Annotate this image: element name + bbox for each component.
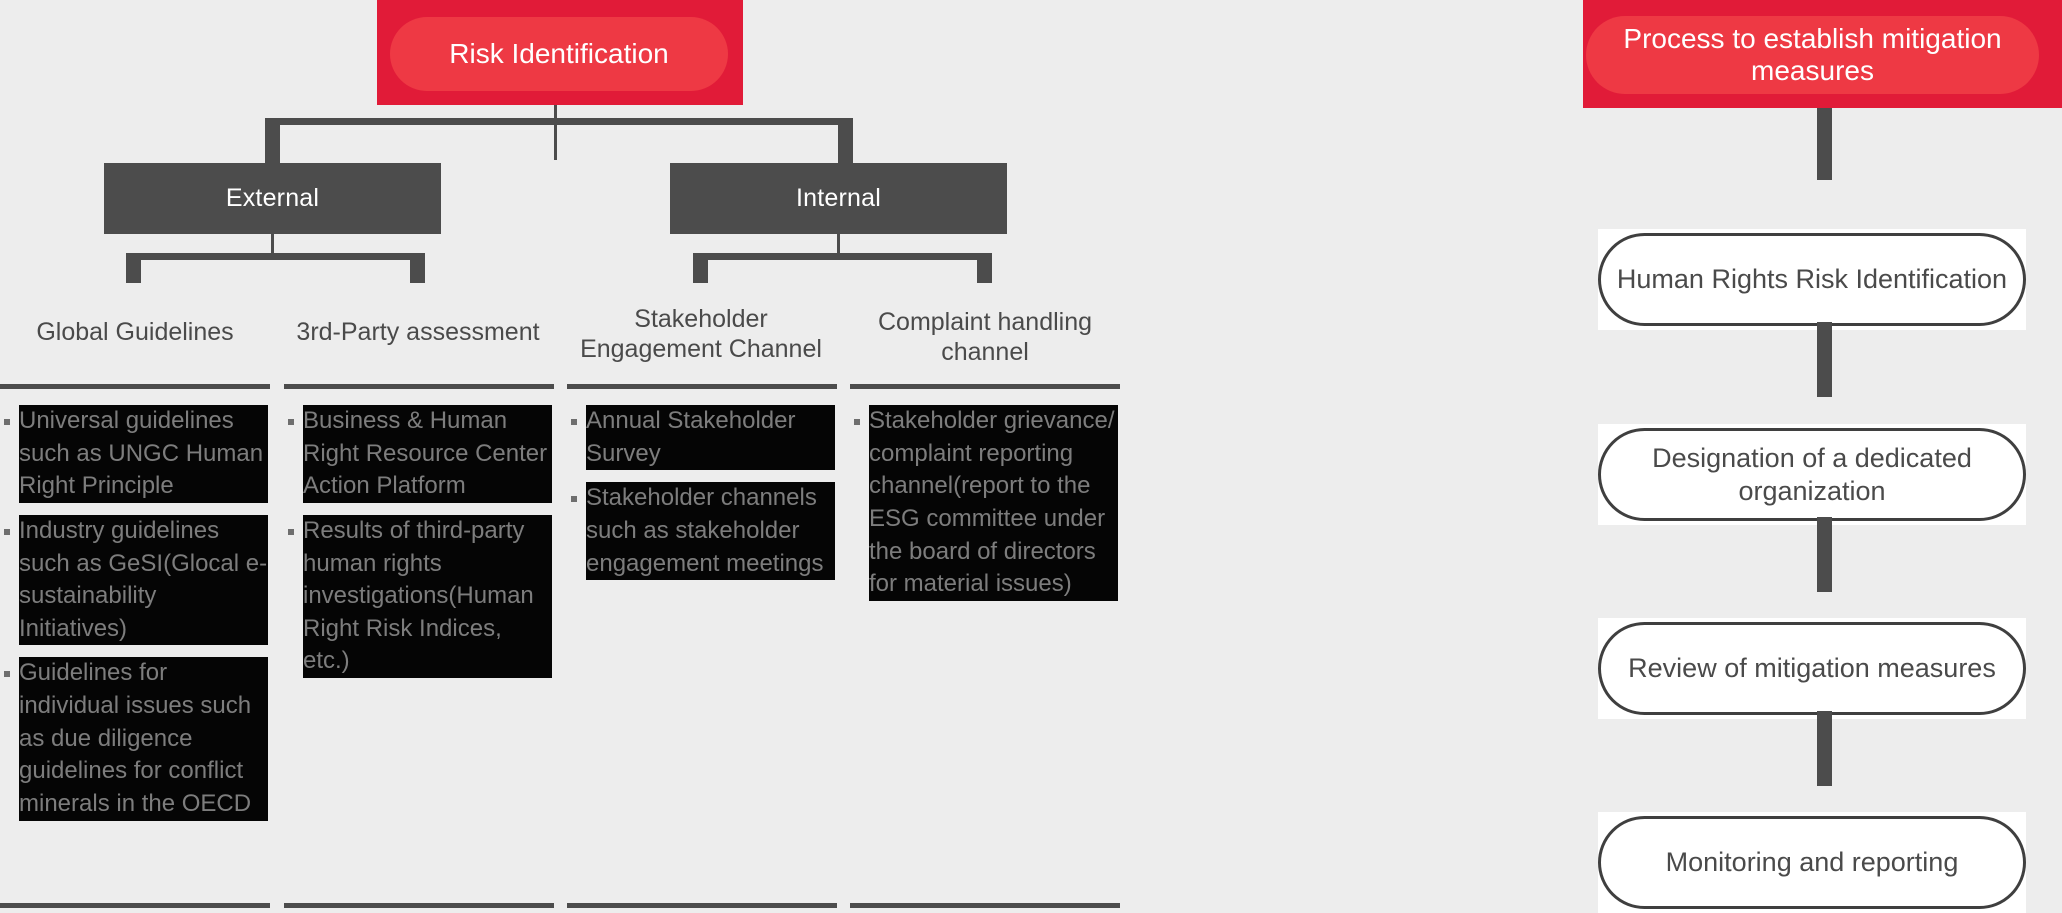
bullet-dot-icon <box>288 419 294 425</box>
connector-stem-internal <box>838 118 853 163</box>
flow-connector-3 <box>1817 711 1832 786</box>
column-rule-4 <box>850 384 1120 389</box>
category-label-internal: Internal <box>796 184 881 212</box>
bullet-text: Annual Stakeholder Survey <box>586 405 835 471</box>
connector-horizontal-bar <box>271 118 846 125</box>
bullet-text: Business & Human Right Resource Center A… <box>303 405 552 503</box>
flow-step-3[interactable]: Review of mitigation measures <box>1598 618 2026 719</box>
category-label-external: External <box>225 184 320 212</box>
column-heading-stakeholder-channel: Stakeholder Engagement Channel <box>576 305 826 385</box>
flow-step-2[interactable]: Designation of a dedicated organization <box>1598 424 2026 525</box>
bullet-item: Annual Stakeholder Survey <box>571 405 835 471</box>
bullet-column-complaint-channel: Stakeholder grievance/ complaint reporti… <box>854 405 1118 613</box>
flow-step-label: Designation of a dedicated organization <box>1652 443 1972 506</box>
column-heading-third-party: 3rd-Party assessment <box>293 318 543 388</box>
bullet-dot-icon <box>4 671 10 678</box>
bullet-item: Industry guidelines such as GeSI(Glocal … <box>4 514 268 646</box>
flow-connector-1 <box>1817 322 1832 397</box>
flow-step-pill: Review of mitigation measures <box>1598 622 2026 715</box>
column-rule-2 <box>284 384 554 389</box>
connector-stem-third-party <box>410 253 425 283</box>
column-heading-global-guidelines: Global Guidelines <box>10 318 260 388</box>
bullet-dot-icon <box>571 496 577 503</box>
bullet-text: Results of third-party human rights inve… <box>303 514 552 678</box>
bullet-text: Stakeholder grievance/ complaint reporti… <box>869 405 1118 601</box>
column-heading-text: Stakeholder Engagement Channel <box>580 305 822 363</box>
column-heading-complaint-channel: Complaint handling channel <box>860 308 1110 388</box>
connector-internal-bar <box>700 253 985 260</box>
connector-trunk-vertical <box>554 105 557 160</box>
flow-step-1[interactable]: Human Rights Risk Identification <box>1598 229 2026 330</box>
bullet-item: Results of third-party human rights inve… <box>288 514 552 678</box>
flow-step-pill: Monitoring and reporting <box>1598 816 2026 909</box>
bullet-dot-icon <box>571 419 577 425</box>
flow-connector-0 <box>1817 108 1832 180</box>
column-rule-bottom-1 <box>0 903 270 908</box>
connector-external-bar <box>133 253 418 260</box>
column-rule-3 <box>567 384 837 389</box>
connector-stem-complaint-channel <box>977 253 992 283</box>
flow-connector-2 <box>1817 517 1832 592</box>
bullet-text: Stakeholder channels such as stakeholder… <box>586 482 835 581</box>
connector-stem-global-guidelines <box>126 253 141 283</box>
column-rule-1 <box>0 384 270 389</box>
bullet-dot-icon <box>854 419 860 425</box>
column-rule-bottom-3 <box>567 903 837 908</box>
flow-step-pill: Human Rights Risk Identification <box>1598 233 2026 326</box>
flow-step-label: Review of mitigation measures <box>1628 653 1996 684</box>
bullet-dot-icon <box>288 528 294 535</box>
column-heading-text: Global Guidelines <box>36 318 234 346</box>
connector-stem-stakeholder-channel <box>693 253 708 283</box>
bullet-item: Stakeholder channels such as stakeholder… <box>571 482 835 581</box>
flow-step-label: Monitoring and reporting <box>1665 847 1959 878</box>
flow-step-pill: Designation of a dedicated organization <box>1598 428 2026 521</box>
flow-step-label: Human Rights Risk Identification <box>1616 264 2008 295</box>
category-box-internal[interactable]: Internal <box>670 163 1007 234</box>
bullet-dot-icon <box>4 528 10 535</box>
bullet-text: Universal guidelines such as UNGC Human … <box>19 405 268 503</box>
bullet-column-global-guidelines: Universal guidelines such as UNGC Human … <box>4 405 268 833</box>
risk-identification-title: Risk Identification <box>449 37 669 69</box>
column-rule-bottom-2 <box>284 903 554 908</box>
category-box-external[interactable]: External <box>104 163 441 234</box>
bullet-column-third-party: Business & Human Right Resource Center A… <box>288 405 552 690</box>
connector-external-drop <box>271 234 274 260</box>
bullet-item: Business & Human Right Resource Center A… <box>288 405 552 503</box>
bullet-text: Industry guidelines such as GeSI(Glocal … <box>19 514 268 646</box>
risk-identification-banner[interactable]: Risk Identification <box>390 17 728 91</box>
mitigation-title: Process to establish mitigation measures <box>1623 22 2002 86</box>
bullet-item: Stakeholder grievance/ complaint reporti… <box>854 405 1118 601</box>
column-rule-bottom-4 <box>850 903 1120 908</box>
column-heading-text: Complaint handling channel <box>877 308 1093 366</box>
mitigation-banner[interactable]: Process to establish mitigation measures <box>1586 16 2039 94</box>
bullet-item: Universal guidelines such as UNGC Human … <box>4 405 268 503</box>
bullet-dot-icon <box>4 419 10 425</box>
bullet-item: Guidelines for individual issues such as… <box>4 657 268 821</box>
column-heading-text: 3rd-Party assessment <box>296 318 540 346</box>
flow-step-4[interactable]: Monitoring and reporting <box>1598 812 2026 913</box>
bullet-text: Guidelines for individual issues such as… <box>19 657 268 821</box>
connector-internal-drop <box>837 234 840 260</box>
connector-stem-external <box>265 118 280 163</box>
